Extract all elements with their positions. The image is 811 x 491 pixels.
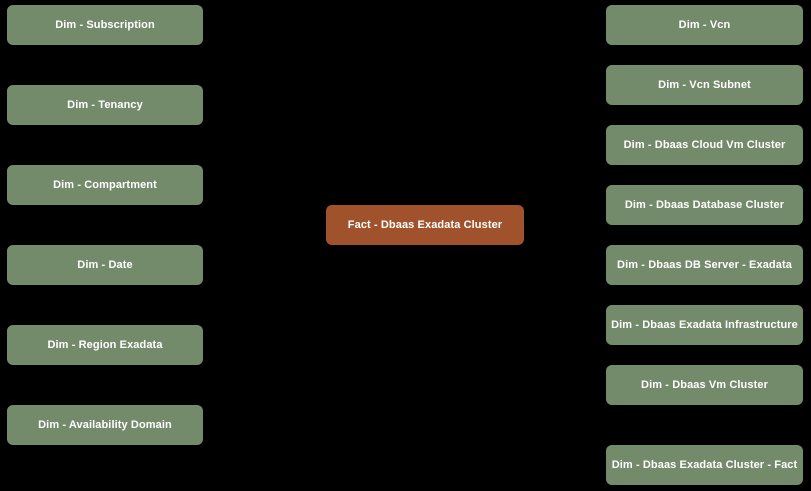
dimension-table-dim-dbaas-db-server-exadata[interactable]: Dim - Dbaas DB Server - Exadata [606, 245, 803, 285]
dimension-table-dim-date[interactable]: Dim - Date [7, 245, 203, 285]
dimension-table-dim-dbaas-vm-cluster[interactable]: Dim - Dbaas Vm Cluster [606, 365, 803, 405]
entity-label: Dim - Dbaas Database Cluster [624, 198, 785, 211]
dimension-table-dim-vcn-subnet[interactable]: Dim - Vcn Subnet [606, 65, 803, 105]
entity-label: Dim - Region Exadata [47, 338, 163, 351]
entity-label: Dim - Compartment [53, 178, 157, 191]
dimension-table-dim-dbaas-exadata-cluster-fact[interactable]: Dim - Dbaas Exadata Cluster - Fact [606, 445, 803, 485]
entity-label: Dim - Vcn Subnet [658, 78, 751, 91]
dimension-table-dim-dbaas-database-cluster[interactable]: Dim - Dbaas Database Cluster [606, 185, 803, 225]
dimension-table-dim-dbaas-exadata-infrastructure[interactable]: Dim - Dbaas Exadata Infrastructure [606, 305, 803, 345]
dimension-table-dim-subscription[interactable]: Dim - Subscription [7, 5, 203, 45]
entity-label: Dim - Tenancy [67, 98, 143, 111]
entity-label: Dim - Availability Domain [38, 418, 172, 431]
entity-label: Fact - Dbaas Exadata Cluster [347, 218, 503, 231]
entity-label: Dim - Date [77, 258, 133, 271]
entity-label: Dim - Dbaas Exadata Infrastructure [611, 318, 798, 331]
entity-label: Dim - Dbaas DB Server - Exadata [617, 258, 792, 271]
dimension-table-dim-availability-domain[interactable]: Dim - Availability Domain [7, 405, 203, 445]
fact-table-fact-dbaas-exadata-cluster[interactable]: Fact - Dbaas Exadata Cluster [326, 205, 524, 245]
dimension-table-dim-vcn[interactable]: Dim - Vcn [606, 5, 803, 45]
entity-label: Dim - Dbaas Cloud Vm Cluster [623, 138, 786, 151]
entity-label: Dim - Subscription [55, 18, 155, 31]
entity-label: Dim - Dbaas Vm Cluster [641, 378, 768, 391]
entity-label: Dim - Vcn [678, 18, 731, 31]
dimension-table-dim-compartment[interactable]: Dim - Compartment [7, 165, 203, 205]
dimension-table-dim-tenancy[interactable]: Dim - Tenancy [7, 85, 203, 125]
entity-label: Dim - Dbaas Exadata Cluster - Fact [611, 458, 798, 471]
dimension-table-dim-dbaas-cloud-vm-cluster[interactable]: Dim - Dbaas Cloud Vm Cluster [606, 125, 803, 165]
dimension-table-dim-region-exadata[interactable]: Dim - Region Exadata [7, 325, 203, 365]
